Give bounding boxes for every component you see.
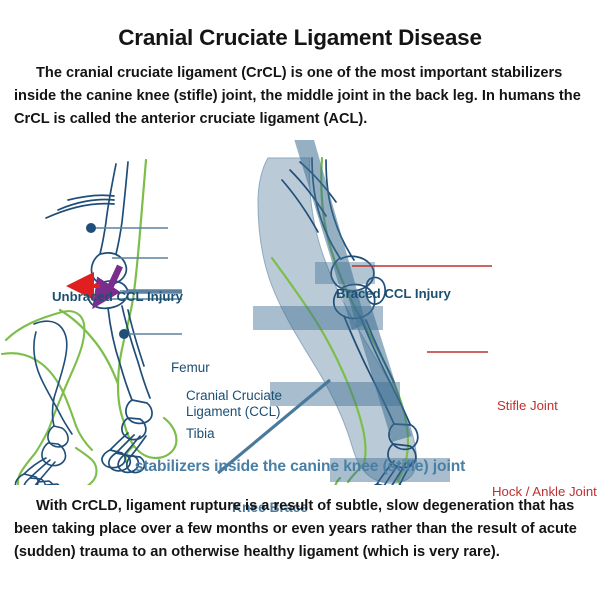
near-leg-bone-outline (45, 161, 153, 474)
near-leg-body-outline-green (58, 158, 178, 464)
left-leader-lines (95, 227, 182, 335)
blue-caption: stabilizers inside the canine knee (stif… (134, 458, 466, 475)
right-leader-lines (352, 265, 492, 353)
page-title: Cranial Cruciate Ligament Disease (118, 25, 482, 50)
unbraced-panel-heading: Unbraced CCL Injury (52, 289, 183, 304)
tibia-anchor-dot (119, 329, 129, 339)
femur-anchor-dot (86, 223, 96, 233)
unbraced-leg-illustration (0, 158, 182, 485)
left-anchor-dots (86, 223, 129, 339)
label-ccl-line1: Cranial Cruciate (186, 388, 283, 403)
knee-brace-straps (253, 262, 450, 482)
cranial-cruciate-ligament-marker (92, 264, 123, 310)
label-stifle-joint: Stifle Joint (497, 398, 558, 413)
label-femur: Femur (171, 360, 210, 375)
knee-brace-pointer-line (216, 378, 332, 475)
label-tibia: Tibia (186, 426, 215, 441)
label-knee-brace: Knee Brace (232, 500, 308, 515)
label-cranial-cruciate-ligament: Cranial Cruciate Ligament (CCL) (186, 388, 282, 419)
braced-leg-illustration (216, 140, 492, 485)
far-leg-body-outline-green (0, 310, 98, 485)
label-hock-ankle-joint: Hock / Ankle Joint (492, 484, 597, 499)
intro-paragraph: The cranial cruciate ligament (CrCL) is … (14, 65, 581, 127)
knee-brace-stays (294, 140, 412, 442)
anatomy-illustration (0, 140, 492, 485)
braced-panel-heading: Braced CCL Injury (336, 286, 451, 301)
anatomy-figure: Unbraced CCL Injury Braced CCL Injury Fe… (0, 140, 600, 514)
label-ccl-line2: Ligament (CCL) (186, 403, 281, 419)
far-leg-bone-outline (14, 320, 73, 485)
outro-paragraph: With CrCLD, ligament rupture is a result… (14, 498, 577, 560)
